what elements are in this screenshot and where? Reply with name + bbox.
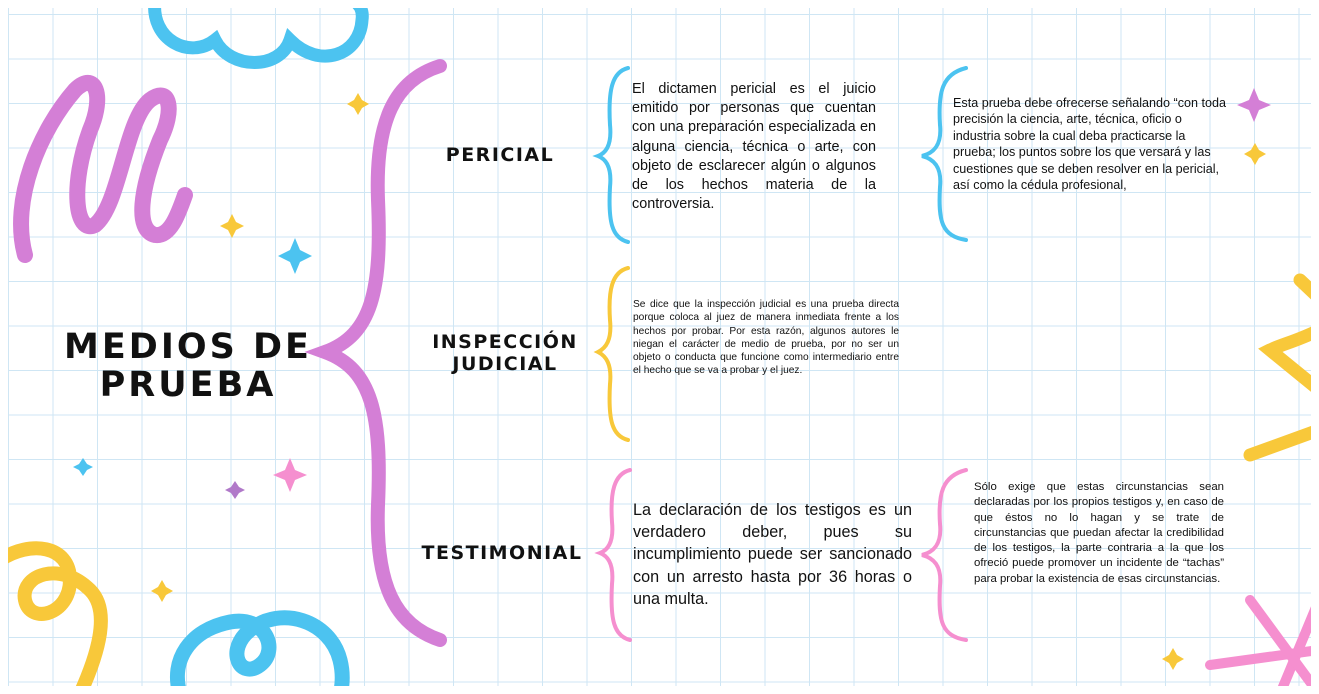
yellow-zigzag <box>1243 273 1319 462</box>
sparkle-icon <box>73 458 93 476</box>
brace-testimonial-2 <box>921 468 968 642</box>
testimonial-definition: La declaración de los testigos es un ver… <box>633 501 912 608</box>
pericial-definition: El dictamen pericial es el juicio emitid… <box>632 81 876 213</box>
brace-testimonial-1 <box>594 468 632 642</box>
sparkle-icon <box>225 481 245 499</box>
yellow-loop <box>0 541 108 694</box>
brace-pericial-1 <box>592 66 630 244</box>
blue-cloud-scribble <box>148 0 369 69</box>
pink-asterisk <box>1205 595 1319 694</box>
sparkle-icon <box>273 458 307 492</box>
sparkle-icon <box>151 580 173 602</box>
brace-pericial-2 <box>921 66 968 242</box>
sparkle-icon <box>347 93 369 115</box>
sparkle-icon <box>1244 143 1266 165</box>
purple-squiggle <box>13 75 193 263</box>
pericial-requirement: Esta prueba debe ofrecerse señalando “co… <box>953 96 1227 193</box>
main-brace <box>304 59 447 647</box>
sparkle-icon <box>220 214 244 238</box>
category-pericial: PERICIAL <box>445 144 555 166</box>
inspeccion-definition: Se dice que la inspección judicial es un… <box>633 299 899 377</box>
testimonial-requirement: Sólo exige que estas circunstancias sean… <box>974 481 1224 585</box>
main-title: MEDIOS DE PRUEBA <box>64 327 312 405</box>
category-testimonial: TESTIMONIAL <box>421 542 583 564</box>
sparkle-icon <box>278 238 312 274</box>
blue-loop <box>169 610 350 694</box>
sparkle-icon <box>1237 88 1271 122</box>
sparkle-icon <box>1162 648 1184 670</box>
brace-inspeccion <box>593 266 630 442</box>
category-inspeccion-judicial: INSPECCIÓN JUDICIAL <box>432 331 578 375</box>
